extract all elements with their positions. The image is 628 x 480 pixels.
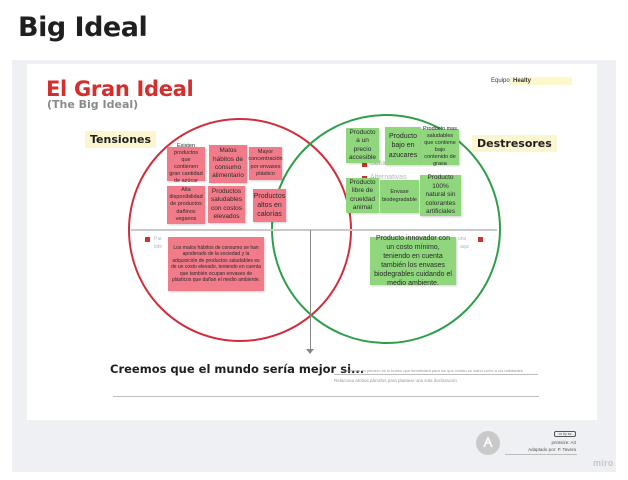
sticky-note-tension[interactable]: Alta disponibilidad de productos dañinos…	[167, 186, 205, 224]
bullet-square	[145, 237, 150, 242]
destresores-label: Destresores	[472, 135, 557, 152]
team-field[interactable]: Healty	[510, 77, 572, 85]
sticky-note-destressor[interactable]: Envase biodegradable	[380, 180, 419, 213]
ghost-text-right-1: una	[458, 236, 467, 242]
sticky-note-tension[interactable]: Productos saludables con costos elevados	[208, 186, 245, 223]
credit-rule	[505, 454, 577, 455]
sticky-note-destressor[interactable]: Producto a un precio accesible	[346, 128, 379, 163]
horizontal-divider	[131, 229, 497, 231]
ghost-text-left-1: Par	[154, 236, 162, 242]
credit-adapted-by: Adaptado por: P. Tavera	[528, 447, 576, 452]
board-title: El Gran Ideal	[46, 77, 194, 101]
belief-statement-hint[interactable]: Creemos en primero es lo bueno que benef…	[344, 368, 524, 373]
cc-license-badge: cc by sa	[554, 431, 576, 437]
bullet-square	[478, 237, 483, 242]
author-logo	[476, 431, 500, 455]
credit-printsize: printsize: A3	[551, 440, 576, 445]
miro-brand-logo: miro	[593, 458, 614, 468]
bottom-rule	[113, 396, 539, 397]
belief-statement-label: Creemos que el mundo sería mejor si...	[110, 362, 365, 376]
arrow-line	[310, 230, 311, 350]
sticky-note-destressor[interactable]: Producto libre de crueldad animal	[346, 178, 379, 213]
sticky-note-tension[interactable]: Existen productos que contienen gran can…	[167, 143, 205, 184]
bullet-square	[362, 162, 367, 167]
sticky-note-tension[interactable]: Mayor concentración por envases plástico	[248, 147, 283, 180]
arrow-head-icon	[306, 349, 314, 354]
sticky-note-destressor-summary[interactable]: Producto innovador con un costo mínimo, …	[370, 235, 456, 287]
belief-instruction: Relaciona ambos párrafos para plantear u…	[334, 378, 457, 383]
tensiones-label: Tensiones	[85, 131, 157, 148]
ghost-text-alternatives: Alternativas	[370, 174, 407, 181]
logo-glyph-icon	[483, 436, 493, 448]
sticky-note-destressor[interactable]: Producto bajo en azucares	[385, 127, 421, 165]
sticky-note-tension-summary[interactable]: Los malos hábitos de consumo se han apod…	[168, 237, 264, 291]
ghost-text-right-2: aqui	[460, 244, 470, 250]
sticky-note-destressor[interactable]: Producto 100% natural sin colorantes art…	[420, 174, 461, 216]
sticky-note-destressor[interactable]: Producto mas saludables que contiene baj…	[421, 126, 459, 167]
board-subtitle: (The Big Ideal)	[47, 98, 139, 111]
team-label: Equipo	[491, 78, 510, 84]
ghost-text-left-2: tide	[154, 244, 163, 250]
sticky-note-tension[interactable]: Productos altos en calorías	[253, 189, 286, 222]
page-heading: Big Ideal	[18, 12, 148, 43]
belief-answer-line	[334, 374, 538, 375]
sticky-note-tension[interactable]: Malos hábitos de consumo alimentario	[209, 145, 247, 183]
